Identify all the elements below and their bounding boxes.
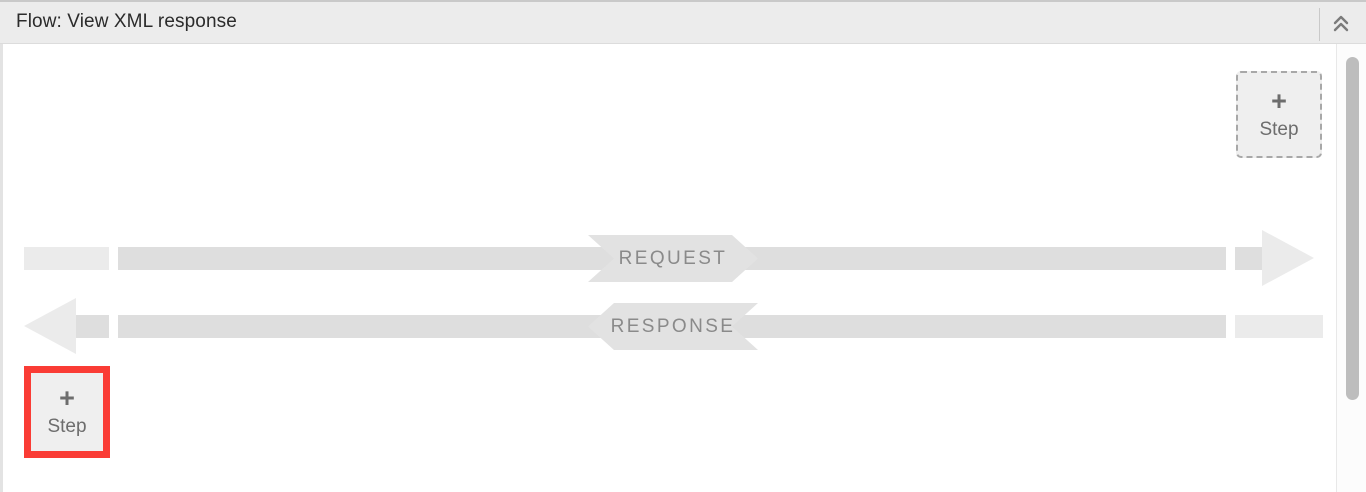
chevron-double-up-icon xyxy=(1331,13,1351,35)
request-arrowhead-icon xyxy=(1262,230,1314,286)
add-step-label: Step xyxy=(1259,118,1299,140)
add-step-button-bottom-left-selected[interactable]: + Step xyxy=(24,366,110,458)
collapse-panel-button[interactable] xyxy=(1324,6,1358,42)
page-title: Flow: View XML response xyxy=(16,11,237,32)
flow-canvas: REQUEST RESPONSE + Step + Step xyxy=(0,44,1366,492)
response-banner: RESPONSE xyxy=(588,303,758,350)
add-step-button-top-right[interactable]: + Step xyxy=(1236,71,1322,158)
request-lane-segment-start xyxy=(24,247,109,270)
plus-icon: + xyxy=(59,383,75,413)
request-label: REQUEST xyxy=(618,247,728,269)
response-label: RESPONSE xyxy=(610,315,736,337)
response-arrowhead-icon xyxy=(24,298,76,354)
request-banner: REQUEST xyxy=(588,235,758,282)
header-divider xyxy=(1319,8,1320,41)
plus-icon: + xyxy=(1271,85,1287,116)
vertical-scrollbar-track[interactable] xyxy=(1336,44,1366,492)
response-lane-segment-end xyxy=(1235,315,1323,338)
response-lane-segment-start xyxy=(76,315,109,338)
vertical-scrollbar-thumb[interactable] xyxy=(1346,57,1359,400)
panel-header: Flow: View XML response xyxy=(0,0,1366,44)
add-step-label: Step xyxy=(47,416,87,437)
